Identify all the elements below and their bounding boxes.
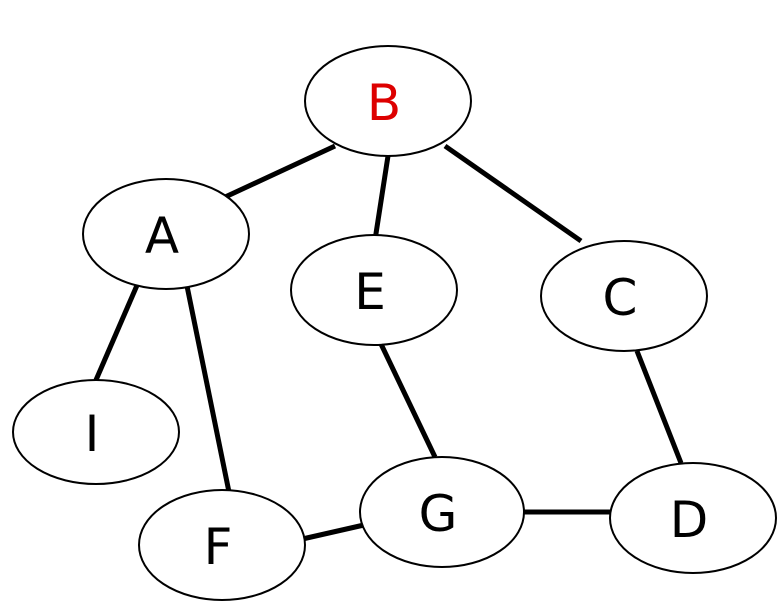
node-f-label: F bbox=[204, 518, 233, 576]
node-d-label: D bbox=[670, 491, 709, 549]
node-c-ellipse bbox=[540, 240, 708, 352]
node-b: B bbox=[304, 45, 472, 157]
node-f: F bbox=[138, 489, 306, 601]
node-e-ellipse bbox=[290, 234, 458, 346]
node-e-label: E bbox=[354, 263, 386, 321]
node-b-ellipse bbox=[304, 45, 472, 157]
node-i-ellipse bbox=[12, 379, 180, 485]
edge-b-e bbox=[372, 155, 391, 241]
nodes-layer: B A E C I F G D bbox=[12, 45, 777, 601]
node-d: D bbox=[609, 462, 777, 574]
edge-b-c bbox=[443, 143, 583, 244]
node-a: A bbox=[82, 178, 250, 290]
edges-layer bbox=[93, 143, 684, 543]
edge-a-f bbox=[184, 285, 232, 493]
edge-e-g bbox=[378, 342, 438, 459]
node-a-ellipse bbox=[82, 178, 250, 290]
node-b-label: B bbox=[367, 74, 401, 132]
edge-b-a bbox=[221, 143, 337, 201]
node-f-ellipse bbox=[138, 489, 306, 601]
node-c-label: C bbox=[603, 269, 638, 327]
node-g-label: G bbox=[419, 485, 458, 543]
node-d-ellipse bbox=[609, 462, 777, 574]
node-e: E bbox=[290, 234, 458, 346]
edge-a-i bbox=[93, 282, 141, 381]
node-g: G bbox=[359, 456, 525, 568]
node-a-label: A bbox=[145, 207, 179, 265]
node-i: I bbox=[12, 379, 180, 485]
node-g-ellipse bbox=[359, 456, 525, 568]
edge-c-d bbox=[634, 350, 684, 464]
edge-f-g bbox=[297, 522, 365, 543]
node-i-label: I bbox=[85, 405, 100, 463]
node-c: C bbox=[540, 240, 708, 352]
